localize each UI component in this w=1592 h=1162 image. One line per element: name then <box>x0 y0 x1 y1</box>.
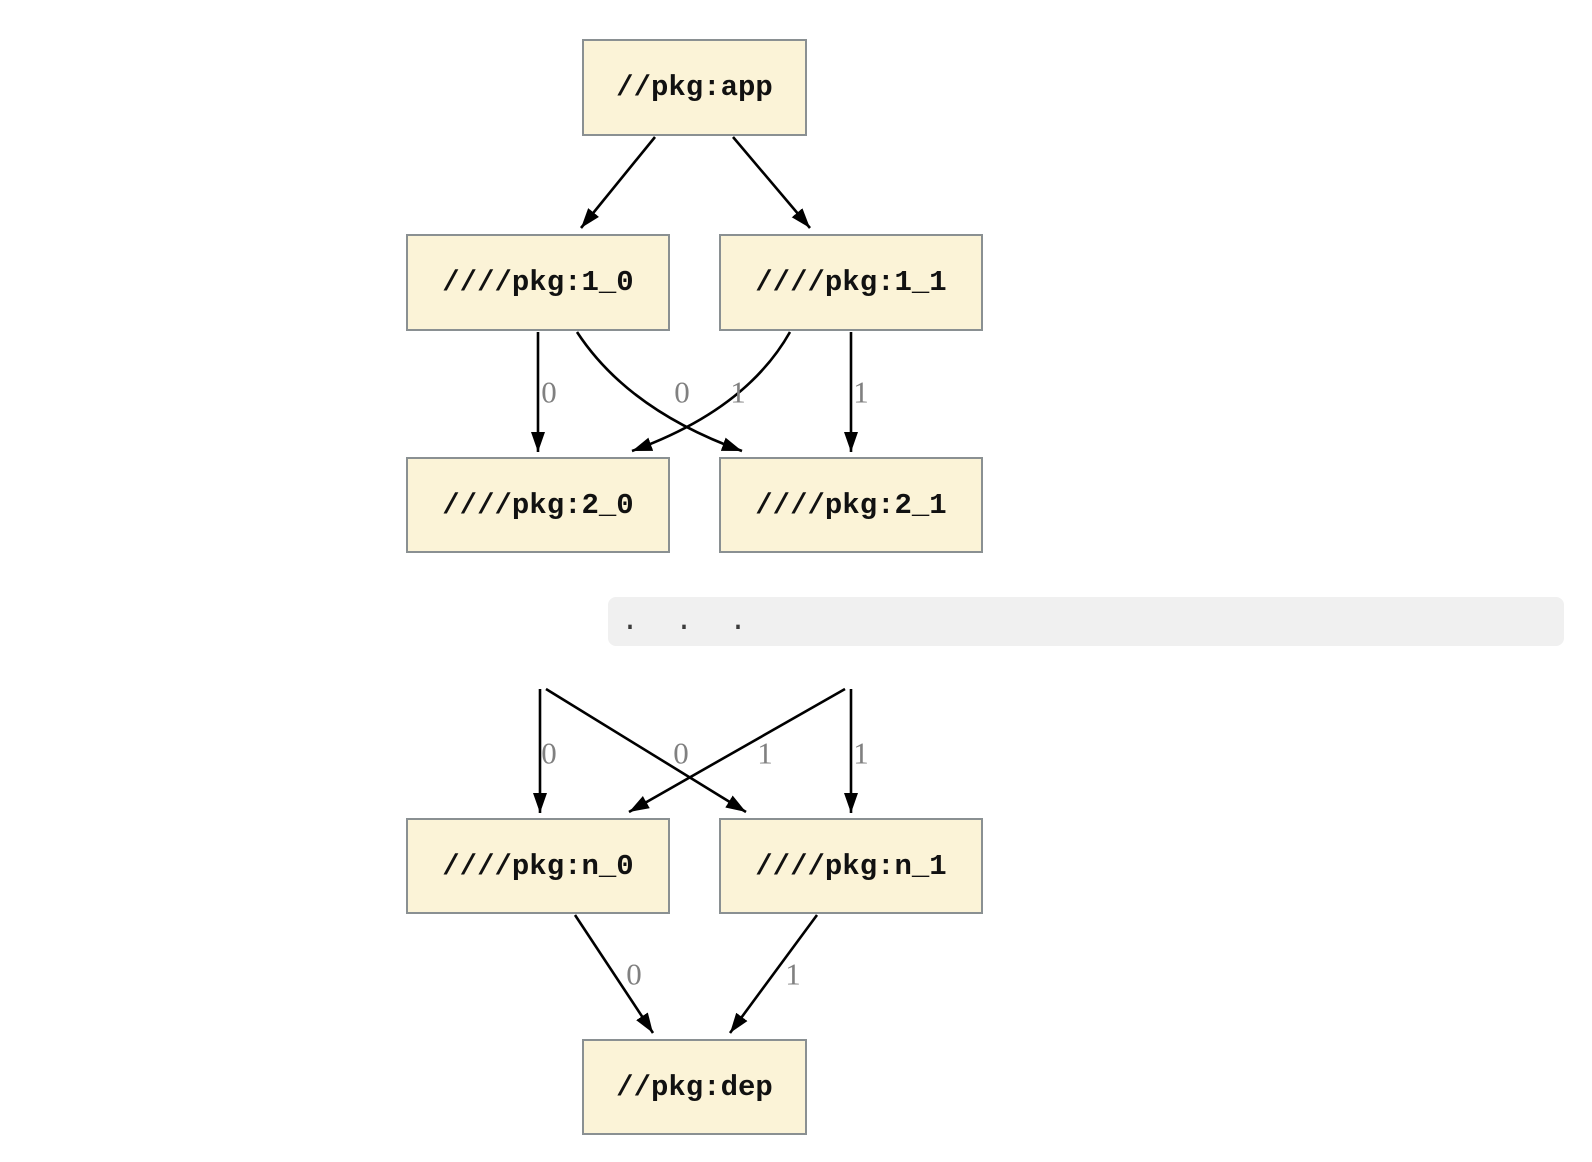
node-label: //pkg:dep <box>616 1070 773 1104</box>
edge-label: 0 <box>541 374 557 410</box>
edge-ellipsis0-to-n_1 <box>545 687 747 814</box>
node-pkg-n_1: ////pkg:n_1 <box>719 818 983 914</box>
node-label: ////pkg:2_0 <box>442 488 634 522</box>
edge-app-to-1_1 <box>732 136 811 229</box>
edge-label: 0 <box>541 735 557 771</box>
edge-label: 0 <box>673 735 689 771</box>
node-pkg-1_0: ////pkg:1_0 <box>406 234 670 331</box>
edge-n_1-to-dep <box>728 914 819 1034</box>
node-label: ////pkg:2_1 <box>755 488 947 522</box>
edge-label: 0 <box>674 374 690 410</box>
node-label: //pkg:app <box>616 71 773 104</box>
node-label: ////pkg:1_1 <box>755 266 947 299</box>
code-ellipsis-text: . . . <box>621 604 748 639</box>
node-pkg-dep: //pkg:dep <box>582 1039 807 1135</box>
edge-label: 1 <box>853 374 869 410</box>
edge-1_1-to-2_0 <box>631 331 792 453</box>
node-pkg-n_0: ////pkg:n_0 <box>406 818 670 914</box>
node-pkg-2_1: ////pkg:2_1 <box>719 457 983 553</box>
code-ellipsis-block: . . . <box>608 597 1564 646</box>
edge-label: 0 <box>626 956 642 992</box>
node-pkg-1_1: ////pkg:1_1 <box>719 234 983 331</box>
edge-ellipsis1-to-n_0 <box>628 687 846 814</box>
edge-label: 1 <box>757 735 773 771</box>
edge-label: 1 <box>785 956 801 992</box>
node-pkg-2_0: ////pkg:2_0 <box>406 457 670 553</box>
edge-label: 1 <box>730 374 746 410</box>
edge-1_0-to-2_1 <box>575 331 743 453</box>
edge-app-to-1_0 <box>579 136 657 229</box>
edge-label: 1 <box>853 735 869 771</box>
node-label: ////pkg:1_0 <box>442 266 634 299</box>
edge-n_0-to-dep <box>573 914 655 1034</box>
node-label: ////pkg:n_0 <box>442 849 634 883</box>
node-label: ////pkg:n_1 <box>755 849 947 883</box>
node-pkg-app: //pkg:app <box>582 39 807 136</box>
